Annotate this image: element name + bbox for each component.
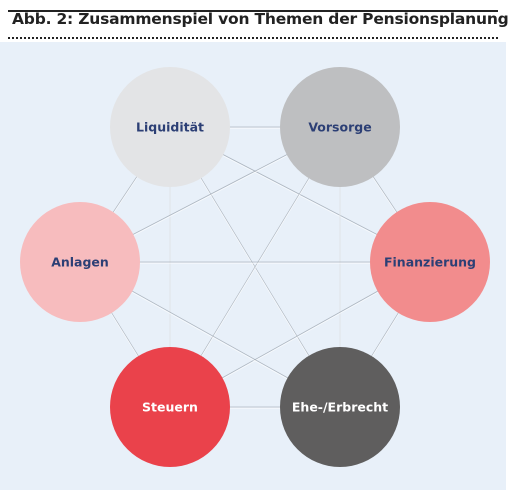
node-circle-anlagen — [20, 202, 140, 322]
node-steuern: Steuern — [110, 347, 230, 467]
node-ehe-erbrecht: Ehe-/Erbrecht — [280, 347, 400, 467]
node-label-vorsorge: Vorsorge — [308, 120, 371, 135]
node-label-finanzierung: Finanzierung — [384, 255, 476, 270]
node-label-ehe-erbrecht: Ehe-/Erbrecht — [292, 400, 388, 415]
node-label-liquiditaet: Liquidität — [136, 120, 204, 135]
title-top-rule — [8, 10, 498, 12]
node-label-steuern: Steuern — [142, 400, 198, 415]
node-finanzierung: Finanzierung — [370, 202, 490, 322]
node-circle-finanzierung — [370, 202, 490, 322]
node-vorsorge: Vorsorge — [280, 67, 400, 187]
node-circle-steuern — [110, 347, 230, 467]
node-liquiditaet: Liquidität — [110, 67, 230, 187]
node-label-anlagen: Anlagen — [51, 255, 109, 270]
node-circle-vorsorge — [280, 67, 400, 187]
title-dotted-rule — [8, 37, 498, 39]
figure-title: Abb. 2: Zusammenspiel von Themen der Pen… — [12, 10, 509, 28]
node-circle-liquiditaet — [110, 67, 230, 187]
node-circle-ehe-erbrecht — [280, 347, 400, 467]
topic-nodes: Liquidität VorsorgeFinanzierungEhe-/Erbre… — [20, 67, 490, 467]
node-anlagen: Anlagen — [20, 202, 140, 322]
